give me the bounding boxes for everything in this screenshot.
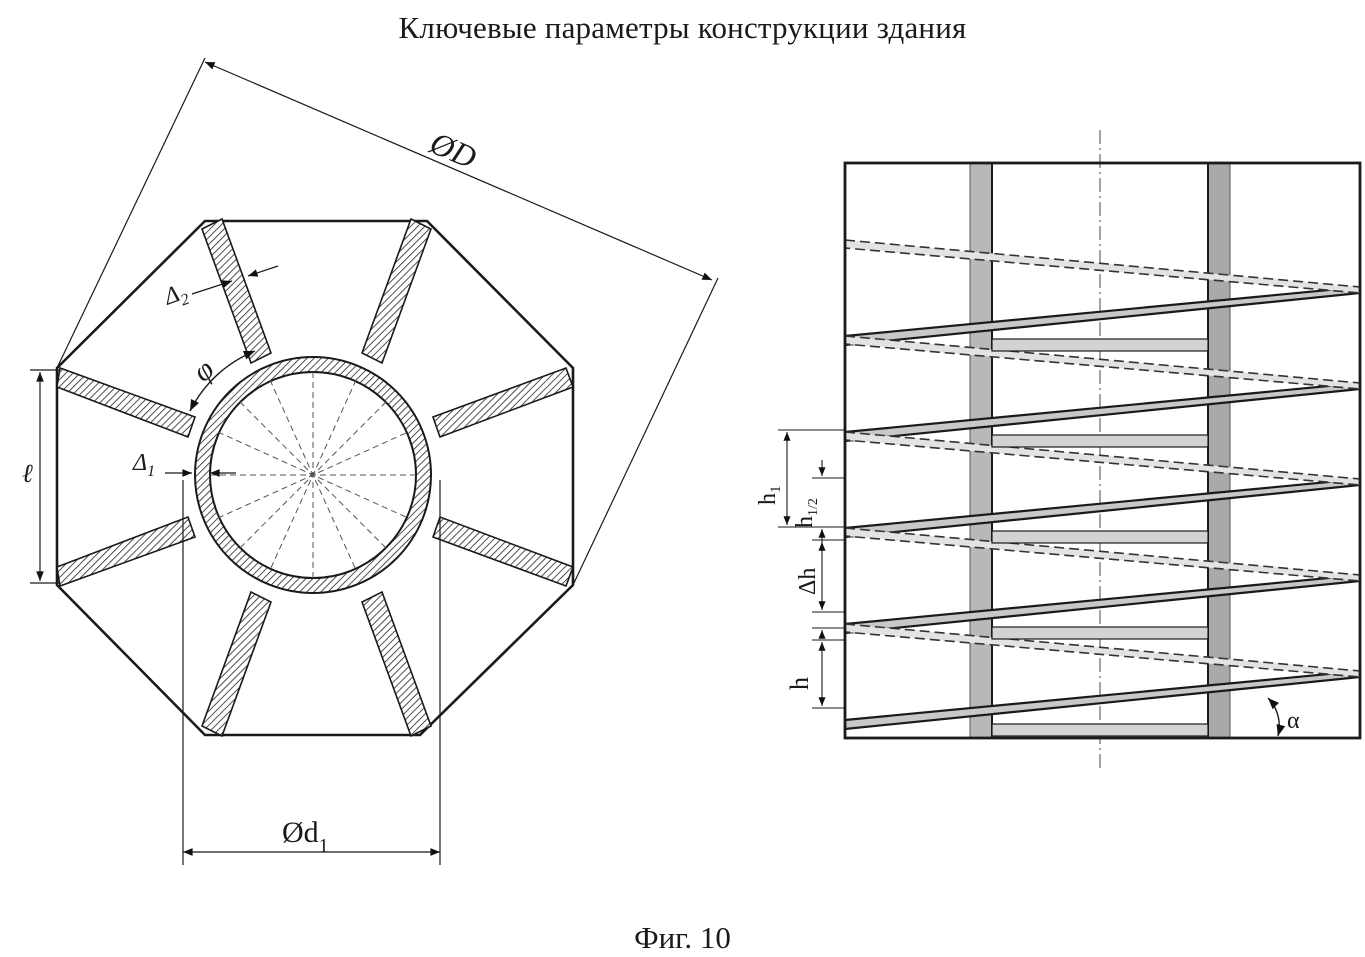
core-center-lines xyxy=(210,372,416,578)
side-length-label: ℓ xyxy=(22,459,33,488)
wall-bottom-right xyxy=(362,592,431,736)
core-thickness-sub: 1 xyxy=(147,463,155,480)
core-thickness-symbol: Δ xyxy=(132,450,147,476)
wall-bottom-left xyxy=(202,592,271,736)
inclined-floors-rear xyxy=(845,240,1360,677)
inner-diameter-sub: 1 xyxy=(319,835,329,857)
inclined-floors-front xyxy=(845,287,1360,729)
height-h1-symbol: h xyxy=(755,493,781,505)
height-half-label: h1/2 xyxy=(792,498,821,528)
floor-band xyxy=(845,287,1360,345)
angle-phi-label: φ xyxy=(187,352,221,388)
core-thickness-label: Δ1 xyxy=(132,450,155,480)
angle-alpha-label: α xyxy=(1287,708,1300,734)
inner-diameter-symbol: Ød xyxy=(282,816,319,849)
delta-h-label: Δh xyxy=(795,568,821,595)
height-h-label: h xyxy=(785,677,814,690)
wall-thickness-label: Δ2 xyxy=(160,278,192,314)
wall-top-left xyxy=(202,219,271,363)
figure-caption: Фиг. 10 xyxy=(0,920,1365,956)
slab xyxy=(992,435,1208,447)
height-h1-label: h1 xyxy=(755,486,784,506)
floor-band xyxy=(845,671,1360,729)
wall-left-upper xyxy=(57,368,195,437)
wall-top-right xyxy=(362,219,431,363)
wall-right-lower xyxy=(433,517,573,586)
slab xyxy=(992,627,1208,639)
wall-right-upper xyxy=(433,368,573,437)
inner-diameter-label: Ød1 xyxy=(282,816,329,857)
slab xyxy=(992,724,1208,736)
floor-band xyxy=(845,383,1360,441)
dimension-side-length xyxy=(30,370,60,583)
height-h1-sub: 1 xyxy=(768,486,784,494)
floor-band xyxy=(845,575,1360,633)
floor-band xyxy=(845,479,1360,537)
slab xyxy=(992,531,1208,543)
height-half-sub: 1/2 xyxy=(806,498,821,516)
column-right xyxy=(1208,163,1230,738)
plan-view: ØD Ød1 ℓ Δ2 φ xyxy=(22,58,718,865)
slab xyxy=(992,339,1208,351)
outer-diameter-label: ØD xyxy=(424,124,482,176)
height-half-symbol: h xyxy=(792,516,818,528)
floor-band-hidden xyxy=(845,240,1360,293)
wall-left-lower xyxy=(57,517,195,586)
angle-alpha-marker xyxy=(1268,698,1279,736)
elevation-view: α h1 h1/2 Δh h xyxy=(755,130,1360,770)
wall-thickness-sub: 2 xyxy=(178,291,191,310)
